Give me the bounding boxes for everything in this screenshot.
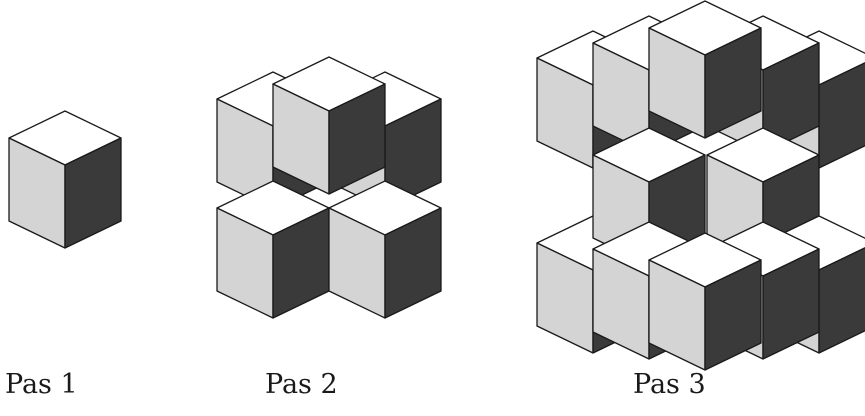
cube [216, 180, 330, 319]
step-3-label: Pas 3 [633, 369, 706, 400]
cube [328, 180, 442, 319]
cube [648, 0, 762, 139]
cube [272, 56, 386, 195]
cube-right-face [704, 27, 762, 139]
step-1-label: Pas 1 [5, 369, 78, 400]
cube-right-face [328, 83, 386, 195]
cube-right-face [64, 137, 122, 249]
step-2-cube-figure [216, 56, 442, 319]
cube-right-face [762, 248, 820, 360]
cube [8, 110, 122, 249]
cube-right-face [818, 62, 865, 169]
cube-right-face [704, 259, 762, 371]
cube-right-face [762, 42, 820, 154]
cube [648, 232, 762, 371]
step-3-cube-figure [536, 0, 865, 371]
step-1-cube-figure [8, 110, 122, 249]
cube-right-face [384, 207, 442, 319]
step-2-label: Pas 2 [265, 369, 338, 400]
